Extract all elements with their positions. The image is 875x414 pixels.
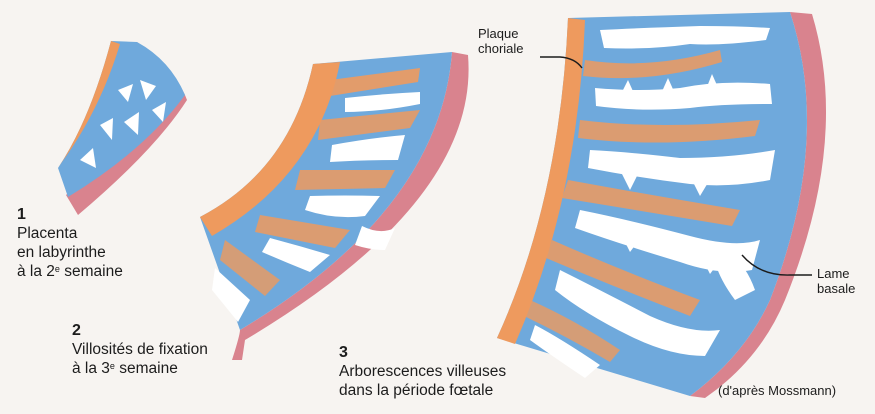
stage-1-line3-suffix: semaine	[60, 263, 123, 280]
stage-3-section	[497, 12, 826, 398]
stage-1-line3: à la 2e semaine	[17, 262, 123, 281]
stage-3-label: 3 Arborescences villeuses dans la périod…	[339, 343, 506, 400]
lame-basale-line2: basale	[817, 281, 855, 296]
stage-1-label: 1 Placenta en labyrinthe à la 2e semaine	[17, 205, 123, 281]
stage-1-line1: Placenta	[17, 224, 123, 243]
source-credit: (d'après Mossmann)	[718, 383, 836, 398]
plaque-choriale-line1: Plaque	[478, 26, 524, 41]
stage-2-line2-suffix: semaine	[115, 360, 178, 377]
lame-basale-line1: Lame	[817, 266, 855, 281]
stage-3-line1: Arborescences villeuses	[339, 362, 506, 381]
stage-2-section	[200, 52, 469, 360]
stage-3-line2: dans la période fœtale	[339, 381, 506, 400]
stage-1-line3-prefix: à la 2	[17, 263, 55, 280]
plaque-choriale-label: Plaque choriale	[478, 26, 524, 56]
stage-3-number: 3	[339, 343, 506, 362]
stage-2-label: 2 Villosités de fixation à la 3e semaine	[72, 321, 208, 378]
lame-basale-label: Lame basale	[817, 266, 855, 296]
stage-2-line2: à la 3e semaine	[72, 359, 208, 378]
stage-1-section	[58, 41, 187, 215]
stage-2-line2-prefix: à la 3	[72, 360, 110, 377]
plaque-choriale-line2: choriale	[478, 41, 524, 56]
stage-1-number: 1	[17, 205, 123, 224]
stage-2-line2-sup: e	[110, 361, 115, 371]
stage-1-line3-sup: e	[55, 264, 60, 274]
stage-2-number: 2	[72, 321, 208, 340]
stage-1-line2: en labyrinthe	[17, 243, 123, 262]
stage-2-line1: Villosités de fixation	[72, 340, 208, 359]
villus-stem	[295, 170, 395, 190]
